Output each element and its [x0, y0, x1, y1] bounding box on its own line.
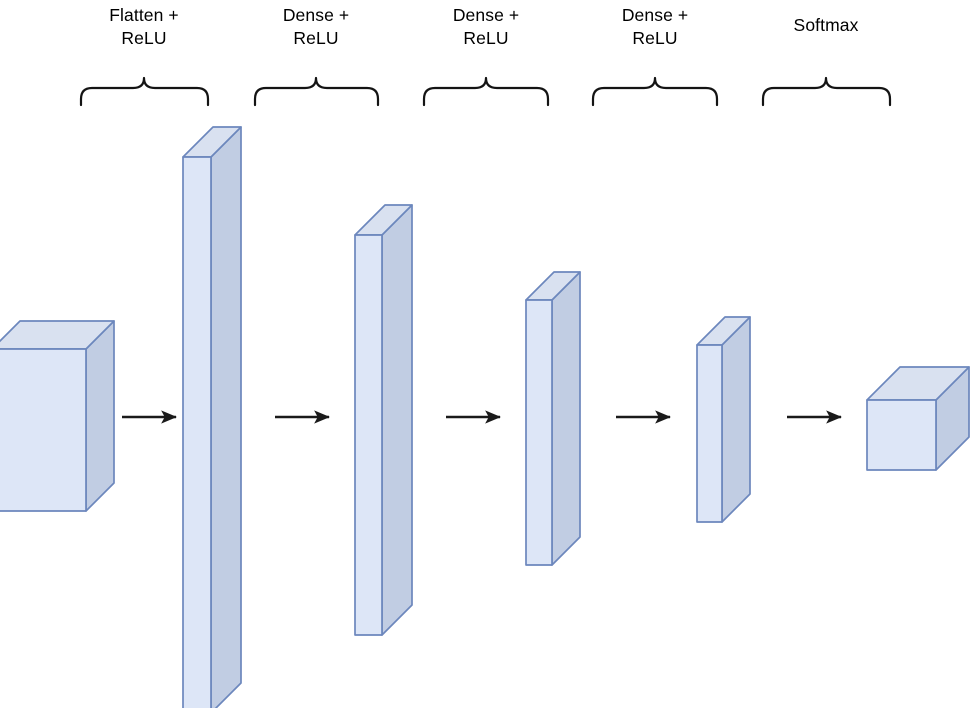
brace-stage-flatten-relu — [79, 76, 210, 107]
dense-layer-1-slab — [354, 204, 413, 636]
softmax-output-cube — [866, 366, 970, 471]
dense-layer-3-slab-front-face — [696, 344, 723, 523]
softmax-output-cube-front-face — [866, 399, 937, 471]
layer-blocks-group — [0, 126, 970, 708]
label-stage-softmax: Softmax — [793, 15, 859, 35]
input-feature-volume-side-face — [85, 320, 115, 512]
label-stage-dense-relu-2: Dense + ReLU — [452, 5, 520, 49]
flatten-layer-slab-side-face — [210, 126, 242, 708]
dense-layer-1-slab-front-face — [354, 234, 383, 636]
brace-stage-softmax — [761, 76, 892, 107]
brace-stage-dense-relu-2 — [422, 76, 550, 107]
flatten-layer-slab-front-face — [182, 156, 212, 708]
label-stage-dense-relu-1: Dense + ReLU — [282, 5, 350, 49]
input-feature-volume-front-face — [0, 348, 87, 512]
flatten-layer-slab — [182, 126, 242, 708]
dense-layer-3-slab — [696, 316, 751, 523]
brace-stage-dense-relu-3 — [591, 76, 719, 107]
label-stage-dense-relu-3: Dense + ReLU — [621, 5, 689, 49]
dense-layer-2-slab-front-face — [525, 299, 553, 566]
dense-layer-2-slab-side-face — [551, 271, 581, 566]
input-feature-volume — [0, 320, 115, 512]
dense-layer-1-slab-side-face — [381, 204, 413, 636]
label-stage-flatten-relu: Flatten + ReLU — [109, 5, 179, 49]
brace-stage-dense-relu-1 — [253, 76, 380, 107]
dense-layer-3-slab-side-face — [721, 316, 751, 523]
stage-braces-group — [79, 76, 892, 107]
dense-layer-2-slab — [525, 271, 581, 566]
